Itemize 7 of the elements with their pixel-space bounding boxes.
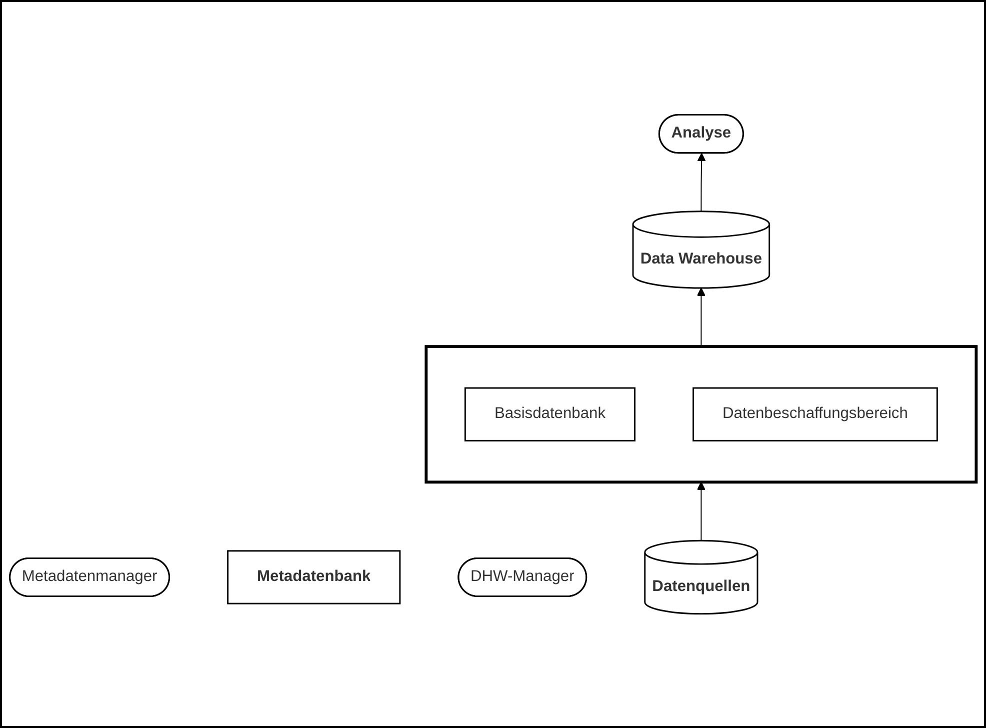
arrow	[697, 152, 706, 212]
node-box: Metadatenbank	[227, 550, 401, 604]
node-box: Datenbeschaffungsbereich	[692, 386, 938, 442]
arrow	[696, 481, 706, 541]
cluster	[424, 344, 978, 484]
arrow	[696, 287, 706, 347]
node-box: Basisdatenbank	[464, 386, 636, 442]
